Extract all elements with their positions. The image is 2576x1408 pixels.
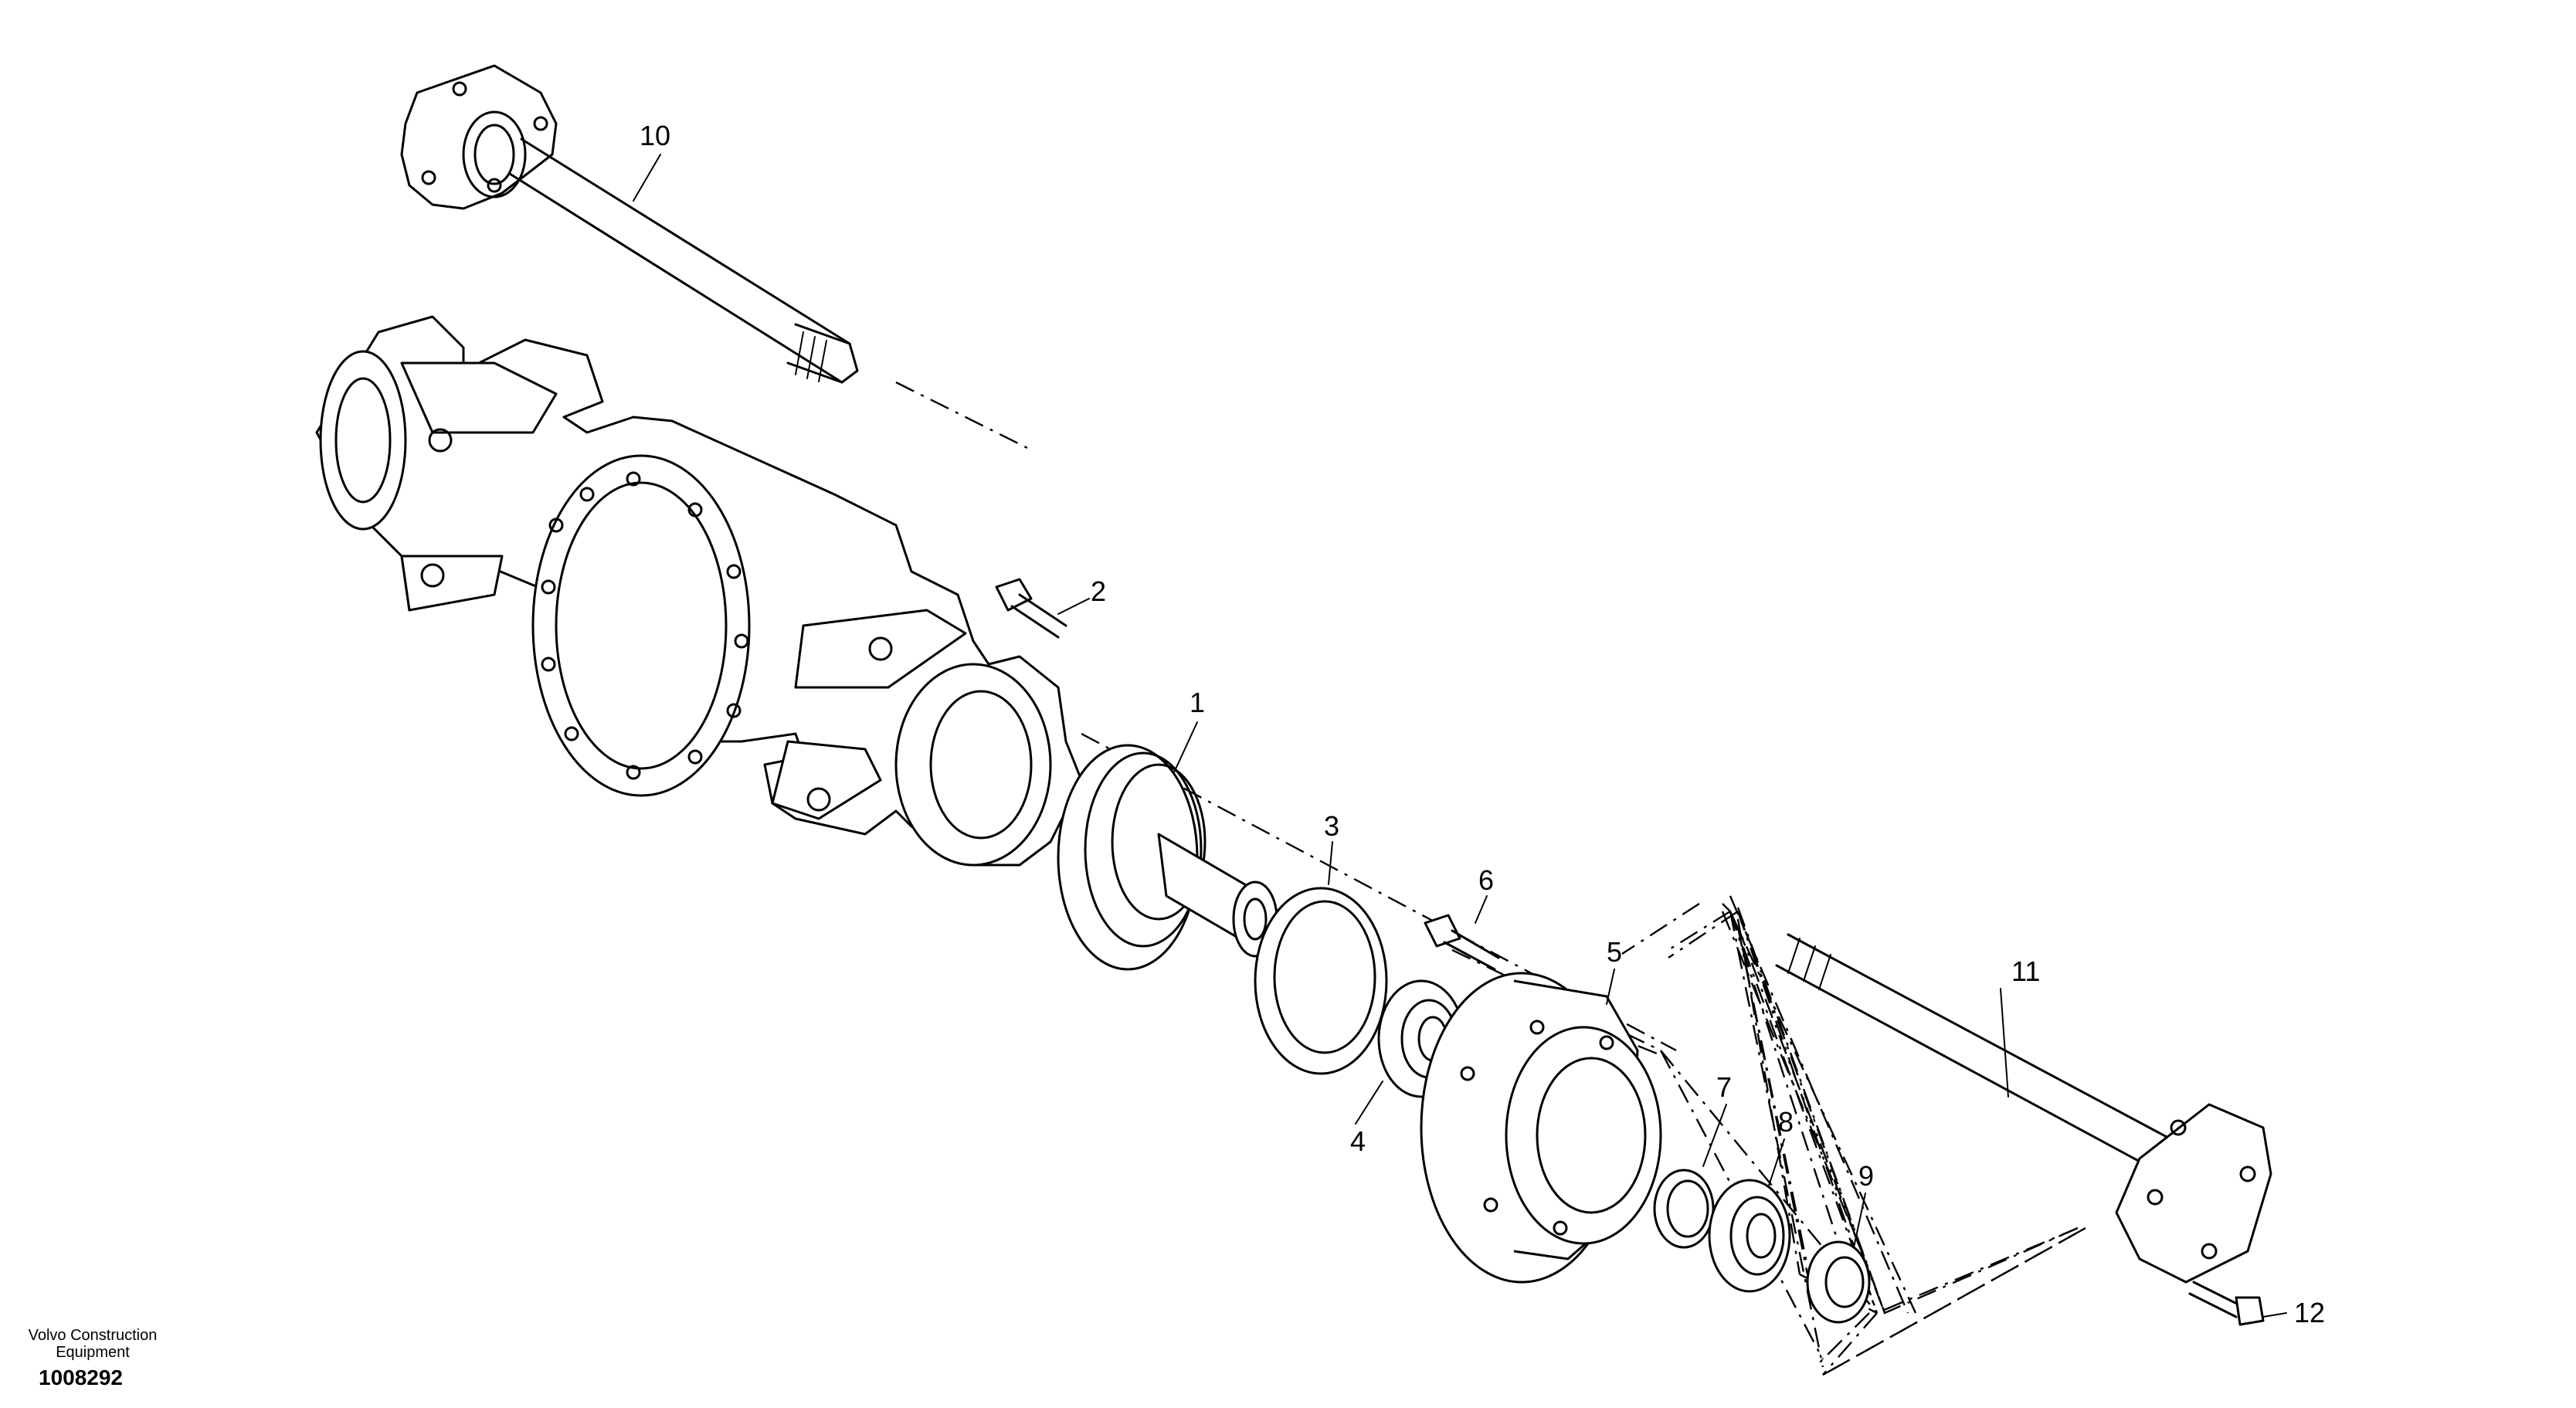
drawing-number: 1008292	[39, 1366, 124, 1389]
spindle	[1057, 744, 1278, 971]
callout-9: 9	[1858, 1160, 1874, 1192]
callout-4: 4	[1350, 1125, 1366, 1157]
leader-lines	[633, 154, 2287, 1318]
brand-line-2: Equipment	[56, 1344, 130, 1361]
shim-ring	[1653, 1169, 1715, 1249]
callout-2: 2	[1091, 575, 1106, 607]
lock-nut	[1806, 1240, 1871, 1324]
callout-numbers: 10 2 1 3 4 6 5 7 8 9 11 12	[640, 120, 2325, 1328]
outer-bearing	[1708, 1179, 1791, 1293]
callout-6: 6	[1478, 864, 1494, 896]
brand-line-1: Volvo Construction	[28, 1327, 158, 1344]
wheel-stud	[1424, 914, 1500, 971]
wheel-hub	[1420, 972, 1662, 1284]
callout-1: 1	[1190, 687, 1205, 718]
callout-3: 3	[1324, 810, 1339, 842]
axle-shaft-upper	[400, 64, 859, 384]
brand-label: Volvo Construction Equipment	[23, 1327, 162, 1361]
callout-12: 12	[2294, 1297, 2325, 1328]
bolt-12	[2188, 1281, 2265, 1326]
callout-8: 8	[1778, 1106, 1794, 1138]
axle-shaft-lower	[1775, 933, 2272, 1284]
bolt-2	[995, 578, 1067, 639]
callout-5: 5	[1607, 936, 1622, 968]
callout-11: 11	[2011, 955, 2040, 987]
callout-10: 10	[640, 120, 670, 151]
seal-ring	[1254, 887, 1388, 1075]
axle-housing	[315, 315, 1083, 867]
callout-7: 7	[1716, 1071, 1732, 1103]
